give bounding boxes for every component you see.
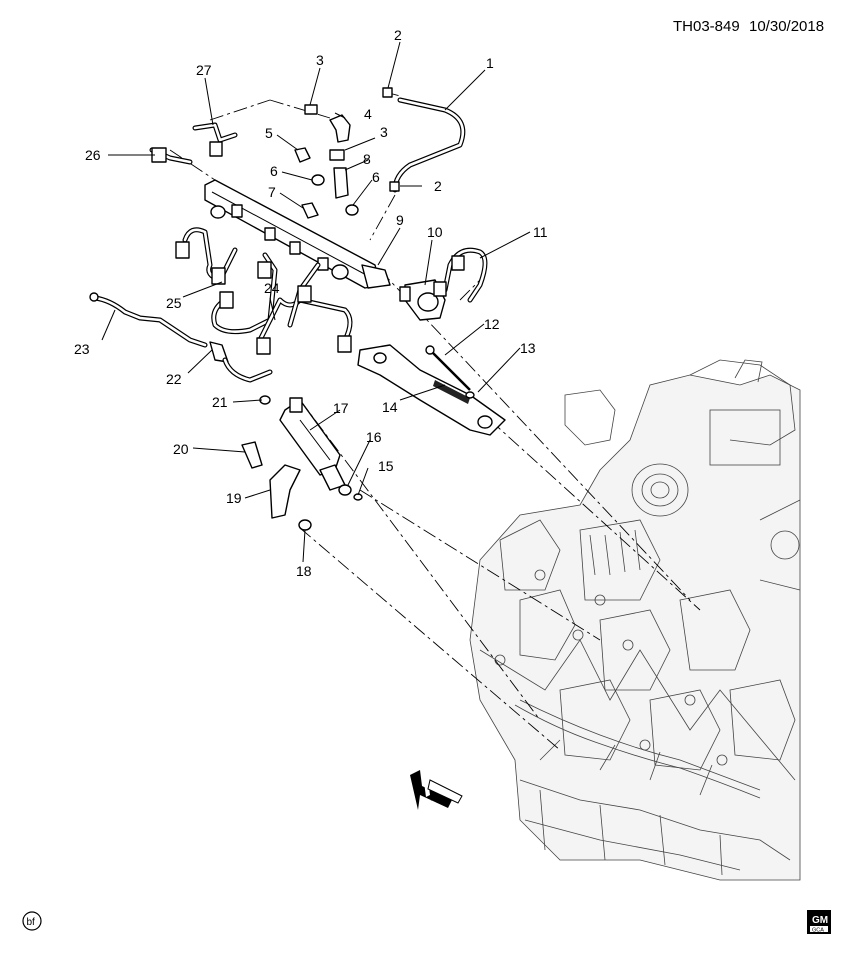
callout-2-lower: 2 bbox=[434, 178, 442, 194]
callout-numbers: 1 2 2 3 3 4 5 6 6 7 8 9 10 11 12 13 14 1… bbox=[74, 27, 548, 579]
injector-pipe-24 bbox=[256, 262, 353, 355]
bracket-nut bbox=[465, 391, 475, 399]
return-line bbox=[433, 247, 488, 303]
injector-pipe-group-25 bbox=[175, 227, 278, 335]
seal-16 bbox=[338, 484, 352, 496]
callout-17: 17 bbox=[333, 400, 349, 416]
callout-25: 25 bbox=[166, 295, 182, 311]
drawing-id: TH03-849 bbox=[673, 18, 740, 35]
injector-clamp bbox=[269, 464, 301, 519]
washer-6-left bbox=[311, 174, 325, 186]
bracket-bolt bbox=[425, 345, 471, 391]
clip-3-lower bbox=[329, 149, 345, 161]
front-direction-indicator: FRT bbox=[410, 770, 463, 810]
leak-off-tube-21 bbox=[222, 357, 273, 405]
gm-logo: GM GCA bbox=[807, 910, 831, 934]
svg-text:GCA: GCA bbox=[812, 928, 824, 934]
svg-text:bf: bf bbox=[27, 917, 36, 928]
fitting-8 bbox=[333, 167, 349, 199]
callout-26: 26 bbox=[85, 147, 101, 163]
callout-12: 12 bbox=[484, 316, 500, 332]
callout-1: 1 bbox=[486, 55, 494, 71]
callout-6-left: 6 bbox=[270, 163, 278, 179]
callout-14: 14 bbox=[382, 399, 398, 415]
pipe-clip-upper bbox=[382, 87, 393, 98]
callout-16: 16 bbox=[366, 429, 382, 445]
callout-19: 19 bbox=[226, 490, 242, 506]
callout-22: 22 bbox=[166, 371, 182, 387]
callout-3-upper: 3 bbox=[316, 52, 324, 68]
washer-6-right bbox=[345, 204, 359, 216]
callout-20: 20 bbox=[173, 441, 189, 457]
pipe-clip-lower bbox=[389, 181, 400, 192]
callout-27: 27 bbox=[196, 62, 212, 78]
feed-pipe-26 bbox=[149, 147, 193, 165]
bolt-5 bbox=[294, 147, 311, 163]
fuel-feed-pipe bbox=[392, 97, 466, 193]
callout-15: 15 bbox=[378, 458, 394, 474]
callout-24: 24 bbox=[264, 280, 280, 296]
callout-11: 11 bbox=[533, 224, 548, 240]
callout-13: 13 bbox=[520, 340, 536, 356]
callout-7: 7 bbox=[268, 184, 276, 200]
callout-10: 10 bbox=[427, 224, 443, 240]
leader-lines bbox=[101, 41, 531, 563]
engine-block bbox=[469, 359, 801, 881]
clamp-bolt bbox=[241, 441, 263, 469]
leak-off-line bbox=[89, 292, 208, 348]
callout-2-upper: 2 bbox=[394, 27, 402, 43]
callout-9: 9 bbox=[396, 212, 404, 228]
callout-4: 4 bbox=[364, 106, 372, 122]
callout-5: 5 bbox=[265, 125, 273, 141]
clip-3-upper bbox=[304, 104, 318, 115]
dowel-pin bbox=[298, 519, 312, 531]
bolt-7 bbox=[301, 202, 319, 219]
callout-23: 23 bbox=[74, 341, 90, 357]
drawing-date: 10/30/2018 bbox=[749, 18, 824, 35]
callout-6-right: 6 bbox=[372, 169, 380, 185]
callout-3-lower: 3 bbox=[380, 124, 388, 140]
bracket-27 bbox=[192, 122, 238, 157]
callout-21: 21 bbox=[212, 394, 228, 410]
callout-18: 18 bbox=[296, 563, 312, 579]
elbow-fitting bbox=[329, 114, 351, 143]
fuel-rail bbox=[204, 179, 391, 289]
svg-text:GM: GM bbox=[812, 915, 828, 926]
callout-8: 8 bbox=[363, 151, 371, 167]
assembly-guide-lines bbox=[169, 91, 701, 751]
footer-mark-bf: bf bbox=[22, 911, 42, 931]
